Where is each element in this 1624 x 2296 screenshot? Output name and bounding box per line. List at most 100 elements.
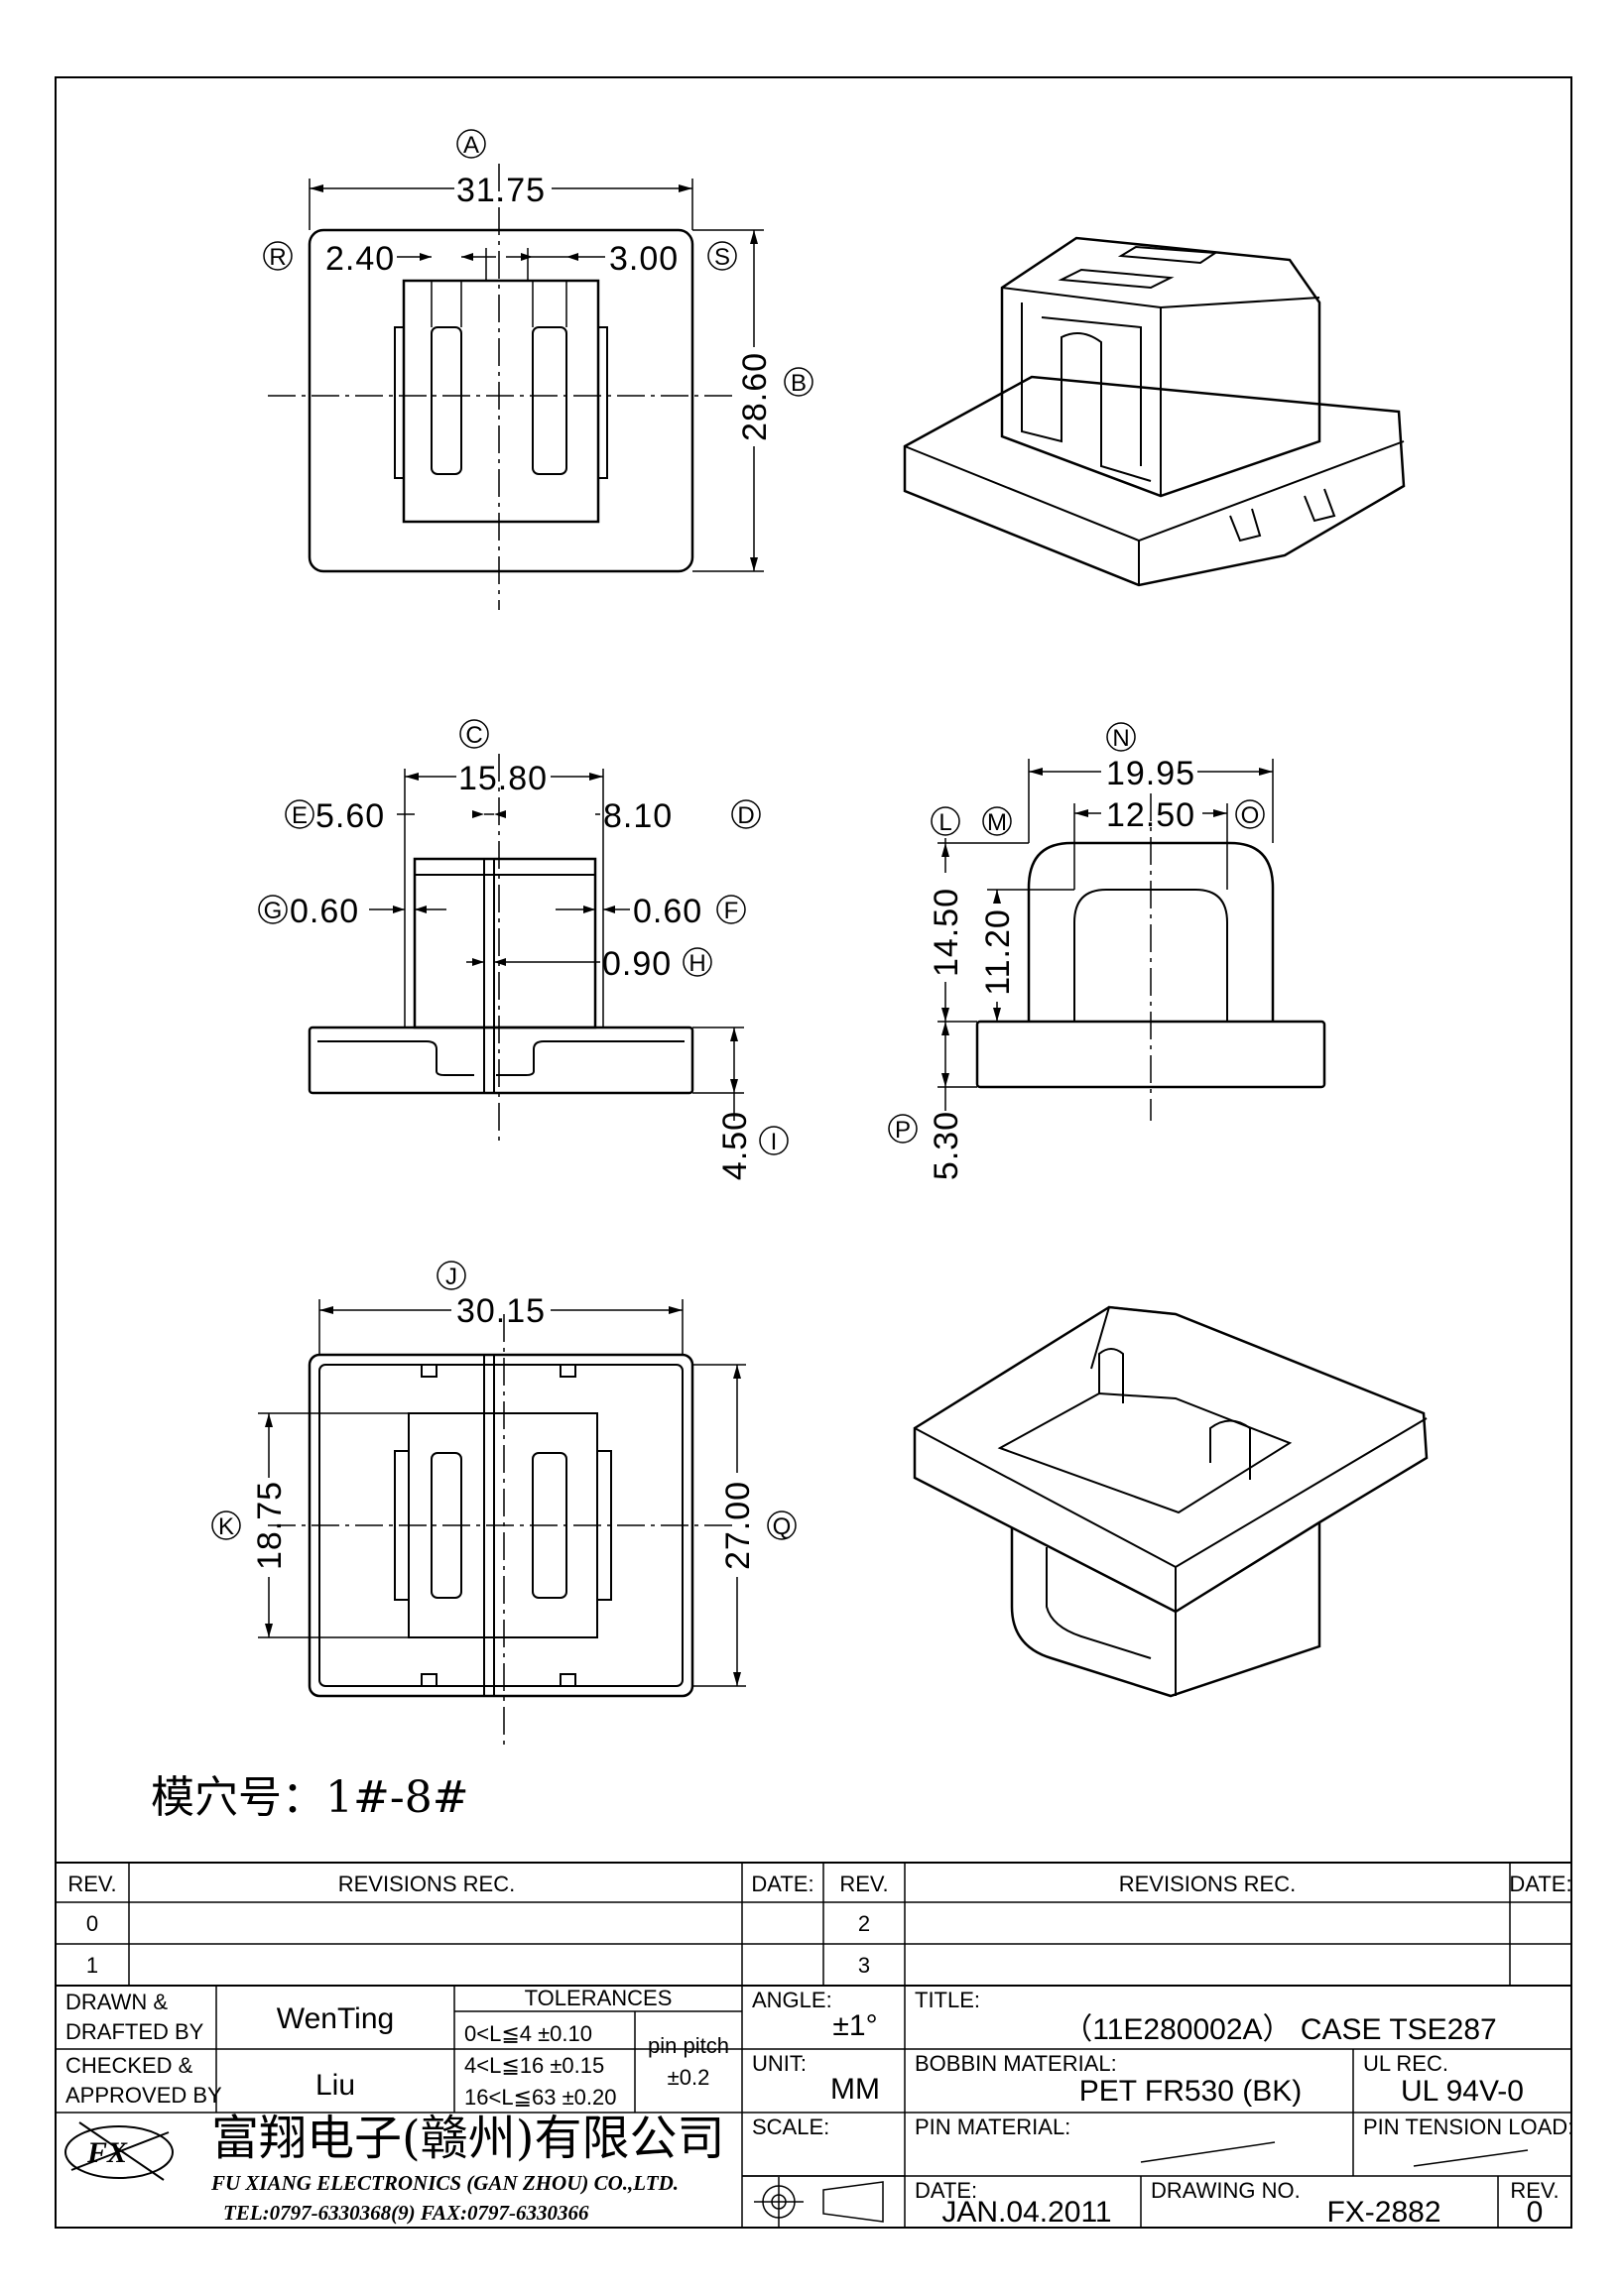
cavity-note: 模穴号：1#-8# [151, 1772, 469, 1823]
title-label: TITLE: [915, 1988, 980, 2012]
pin-material-label: PIN MATERIAL: [915, 2115, 1070, 2139]
dim-B: 28.60 [736, 352, 774, 441]
dim-L: 14.50 [928, 888, 965, 977]
rev-label: REV. [1510, 2178, 1559, 2203]
rev-row: 3 [858, 1953, 870, 1978]
side-view: N 19.95 12.50 O L M 14.50 11.20 5.30 [888, 722, 1326, 1180]
company-contact: TEL:0797-6330368(9) FAX:0797-6330366 [223, 2201, 589, 2225]
top-view-slot-left [431, 326, 462, 475]
pin-pitch-value: ±0.2 [668, 2065, 710, 2090]
front-view-base [308, 1026, 694, 1095]
top-view-slot-right [532, 326, 567, 475]
company-name-en: FU XIANG ELECTRONICS (GAN ZHOU) CO.,LTD. [210, 2171, 679, 2195]
date-label: DATE: [915, 2178, 977, 2203]
dim-H: 0.90 [602, 945, 672, 983]
drawn-label-2: DRAFTED BY [65, 2019, 204, 2044]
front-view: C 15.80 E 5.60 8.10 D G 0.60 0.60 F 0.90… [258, 719, 789, 1180]
bobbin-material-label: BOBBIN MATERIAL: [915, 2051, 1117, 2076]
tolerance-row: 0<L≦4 ±0.10 [464, 2021, 592, 2046]
angle-value: ±1° [832, 2009, 877, 2042]
label-J: J [445, 1264, 457, 1290]
dim-R: 2.40 [325, 240, 395, 278]
label-S: S [714, 244, 730, 271]
label-O: O [1241, 802, 1260, 829]
label-L: L [938, 809, 951, 836]
angle-label: ANGLE: [752, 1988, 832, 2012]
drawn-by-value: WenTing [277, 2002, 394, 2035]
unit-value: MM [830, 2073, 880, 2106]
date-header-right: DATE: [1509, 1872, 1571, 1896]
title-value: （11E280002A） CASE TSE287 [1062, 2013, 1497, 2046]
drawn-label: DRAWN & [65, 1990, 168, 2014]
top-view: A 31.75 R 2.40 3.00 S 28.60 B [263, 129, 813, 610]
drawing-border [55, 76, 1572, 2229]
svg-text:FX: FX [86, 2136, 128, 2169]
scale-label: SCALE: [752, 2115, 829, 2139]
dim-S: 3.00 [609, 240, 679, 278]
label-C: C [465, 722, 482, 749]
revisions-table: REV. REVISIONS REC. DATE: REV. REVISIONS… [55, 1862, 1572, 1987]
label-G: G [264, 898, 283, 924]
label-K: K [218, 1513, 234, 1540]
dim-G: 0.60 [290, 893, 359, 930]
label-F: F [724, 898, 739, 924]
dim-O: 12.50 [1106, 796, 1195, 834]
ul-rec-label: UL REC. [1363, 2051, 1448, 2076]
dim-J: 30.15 [456, 1292, 546, 1330]
dim-Q: 27.00 [719, 1481, 757, 1570]
dim-M: 11.20 [979, 908, 1017, 996]
ul-rec-value: UL 94V-0 [1401, 2075, 1524, 2108]
dim-D: 8.10 [603, 797, 673, 835]
label-H: H [688, 950, 705, 977]
top-view-core [402, 279, 600, 524]
dim-I: 4.50 [716, 1111, 754, 1180]
dim-N: 19.95 [1106, 755, 1195, 792]
label-M: M [987, 809, 1007, 836]
isometric-view-bottom [913, 1305, 1429, 1698]
date-header-left: DATE: [751, 1872, 813, 1896]
bottom-view-outer [308, 1353, 694, 1698]
label-E: E [292, 802, 308, 829]
dim-C: 15.80 [458, 760, 548, 797]
revisions-header-right: REVISIONS REC. [1119, 1872, 1296, 1896]
revisions-header-left: REVISIONS REC. [338, 1872, 515, 1896]
pin-pitch-label: pin pitch [648, 2033, 729, 2058]
company-name-cn: 富翔电子(赣州)有限公司 [211, 2111, 724, 2166]
isometric-view-top [903, 236, 1406, 587]
tolerances-label: TOLERANCES [525, 1986, 673, 2010]
label-Q: Q [773, 1513, 792, 1540]
title-block: DRAWN & DRAFTED BY WenTing CHECKED & APP… [55, 1985, 1573, 2229]
bobbin-material-value: PET FR530 (BK) [1079, 2075, 1303, 2108]
label-I: I [771, 1129, 778, 1155]
top-view-base [308, 228, 694, 573]
tolerance-row: 4<L≦16 ±0.15 [464, 2053, 604, 2078]
label-P: P [895, 1117, 911, 1144]
dim-P: 5.30 [928, 1111, 965, 1180]
rev-header-right: REV. [839, 1872, 888, 1896]
rev-row: 1 [86, 1953, 98, 1978]
checked-label: CHECKED & [65, 2053, 193, 2078]
dim-K: 18.75 [251, 1481, 289, 1570]
label-A: A [463, 132, 479, 159]
rev-row: 2 [858, 1911, 870, 1936]
pin-tension-label: PIN TENSION LOAD: [1363, 2115, 1573, 2139]
bottom-view: J 30.15 18.75 K 27.00 Q [211, 1261, 797, 1746]
dim-F: 0.60 [633, 893, 702, 930]
label-D: D [737, 802, 754, 829]
date-value: JAN.04.2011 [941, 2196, 1111, 2229]
label-R: R [269, 244, 286, 271]
label-N: N [1112, 725, 1129, 752]
dim-E: 5.60 [315, 797, 385, 835]
drawing-no-value: FX-2882 [1326, 2196, 1440, 2229]
projection-symbol [754, 2177, 884, 2227]
company-logo: FX [64, 2121, 174, 2181]
checked-label-2: APPROVED BY [65, 2083, 222, 2108]
drawing-no-label: DRAWING NO. [1151, 2178, 1301, 2203]
rev-row: 0 [86, 1911, 98, 1936]
tolerance-row: 16<L≦63 ±0.20 [464, 2085, 616, 2110]
label-B: B [791, 370, 807, 397]
approved-by-value: Liu [315, 2069, 355, 2102]
rev-value: 0 [1527, 2196, 1544, 2229]
unit-label: UNIT: [752, 2051, 807, 2076]
